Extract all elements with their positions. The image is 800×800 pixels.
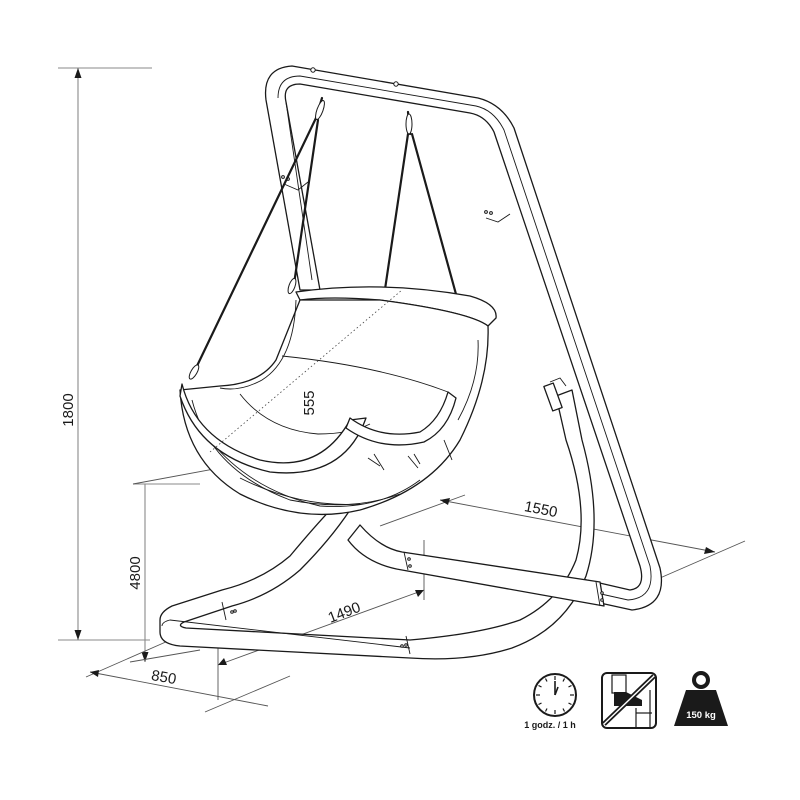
assembly-time-icon: 1 godz. / 1 h (524, 673, 577, 730)
max-load-icon: 150 kg (674, 671, 728, 726)
assembly-time-label: 1 godz. / 1 h (524, 720, 576, 730)
no-climbing-icon (601, 672, 657, 729)
dim-base-depth-label: 850 (150, 667, 178, 688)
dim-total-height-label: 1800 (60, 393, 77, 426)
swing-seat (179, 286, 497, 516)
seat-diagonal-reference-line (209, 289, 403, 453)
max-load-label: 150 kg (686, 710, 716, 721)
dim-base-length-label: 1550 (523, 498, 559, 521)
dim-seat-height-label: 4800 (127, 556, 144, 589)
dim-seat-depth-label: 555 (301, 390, 318, 415)
base-frame (159, 377, 605, 660)
dim-stand-width-label: 1490 (326, 599, 363, 627)
